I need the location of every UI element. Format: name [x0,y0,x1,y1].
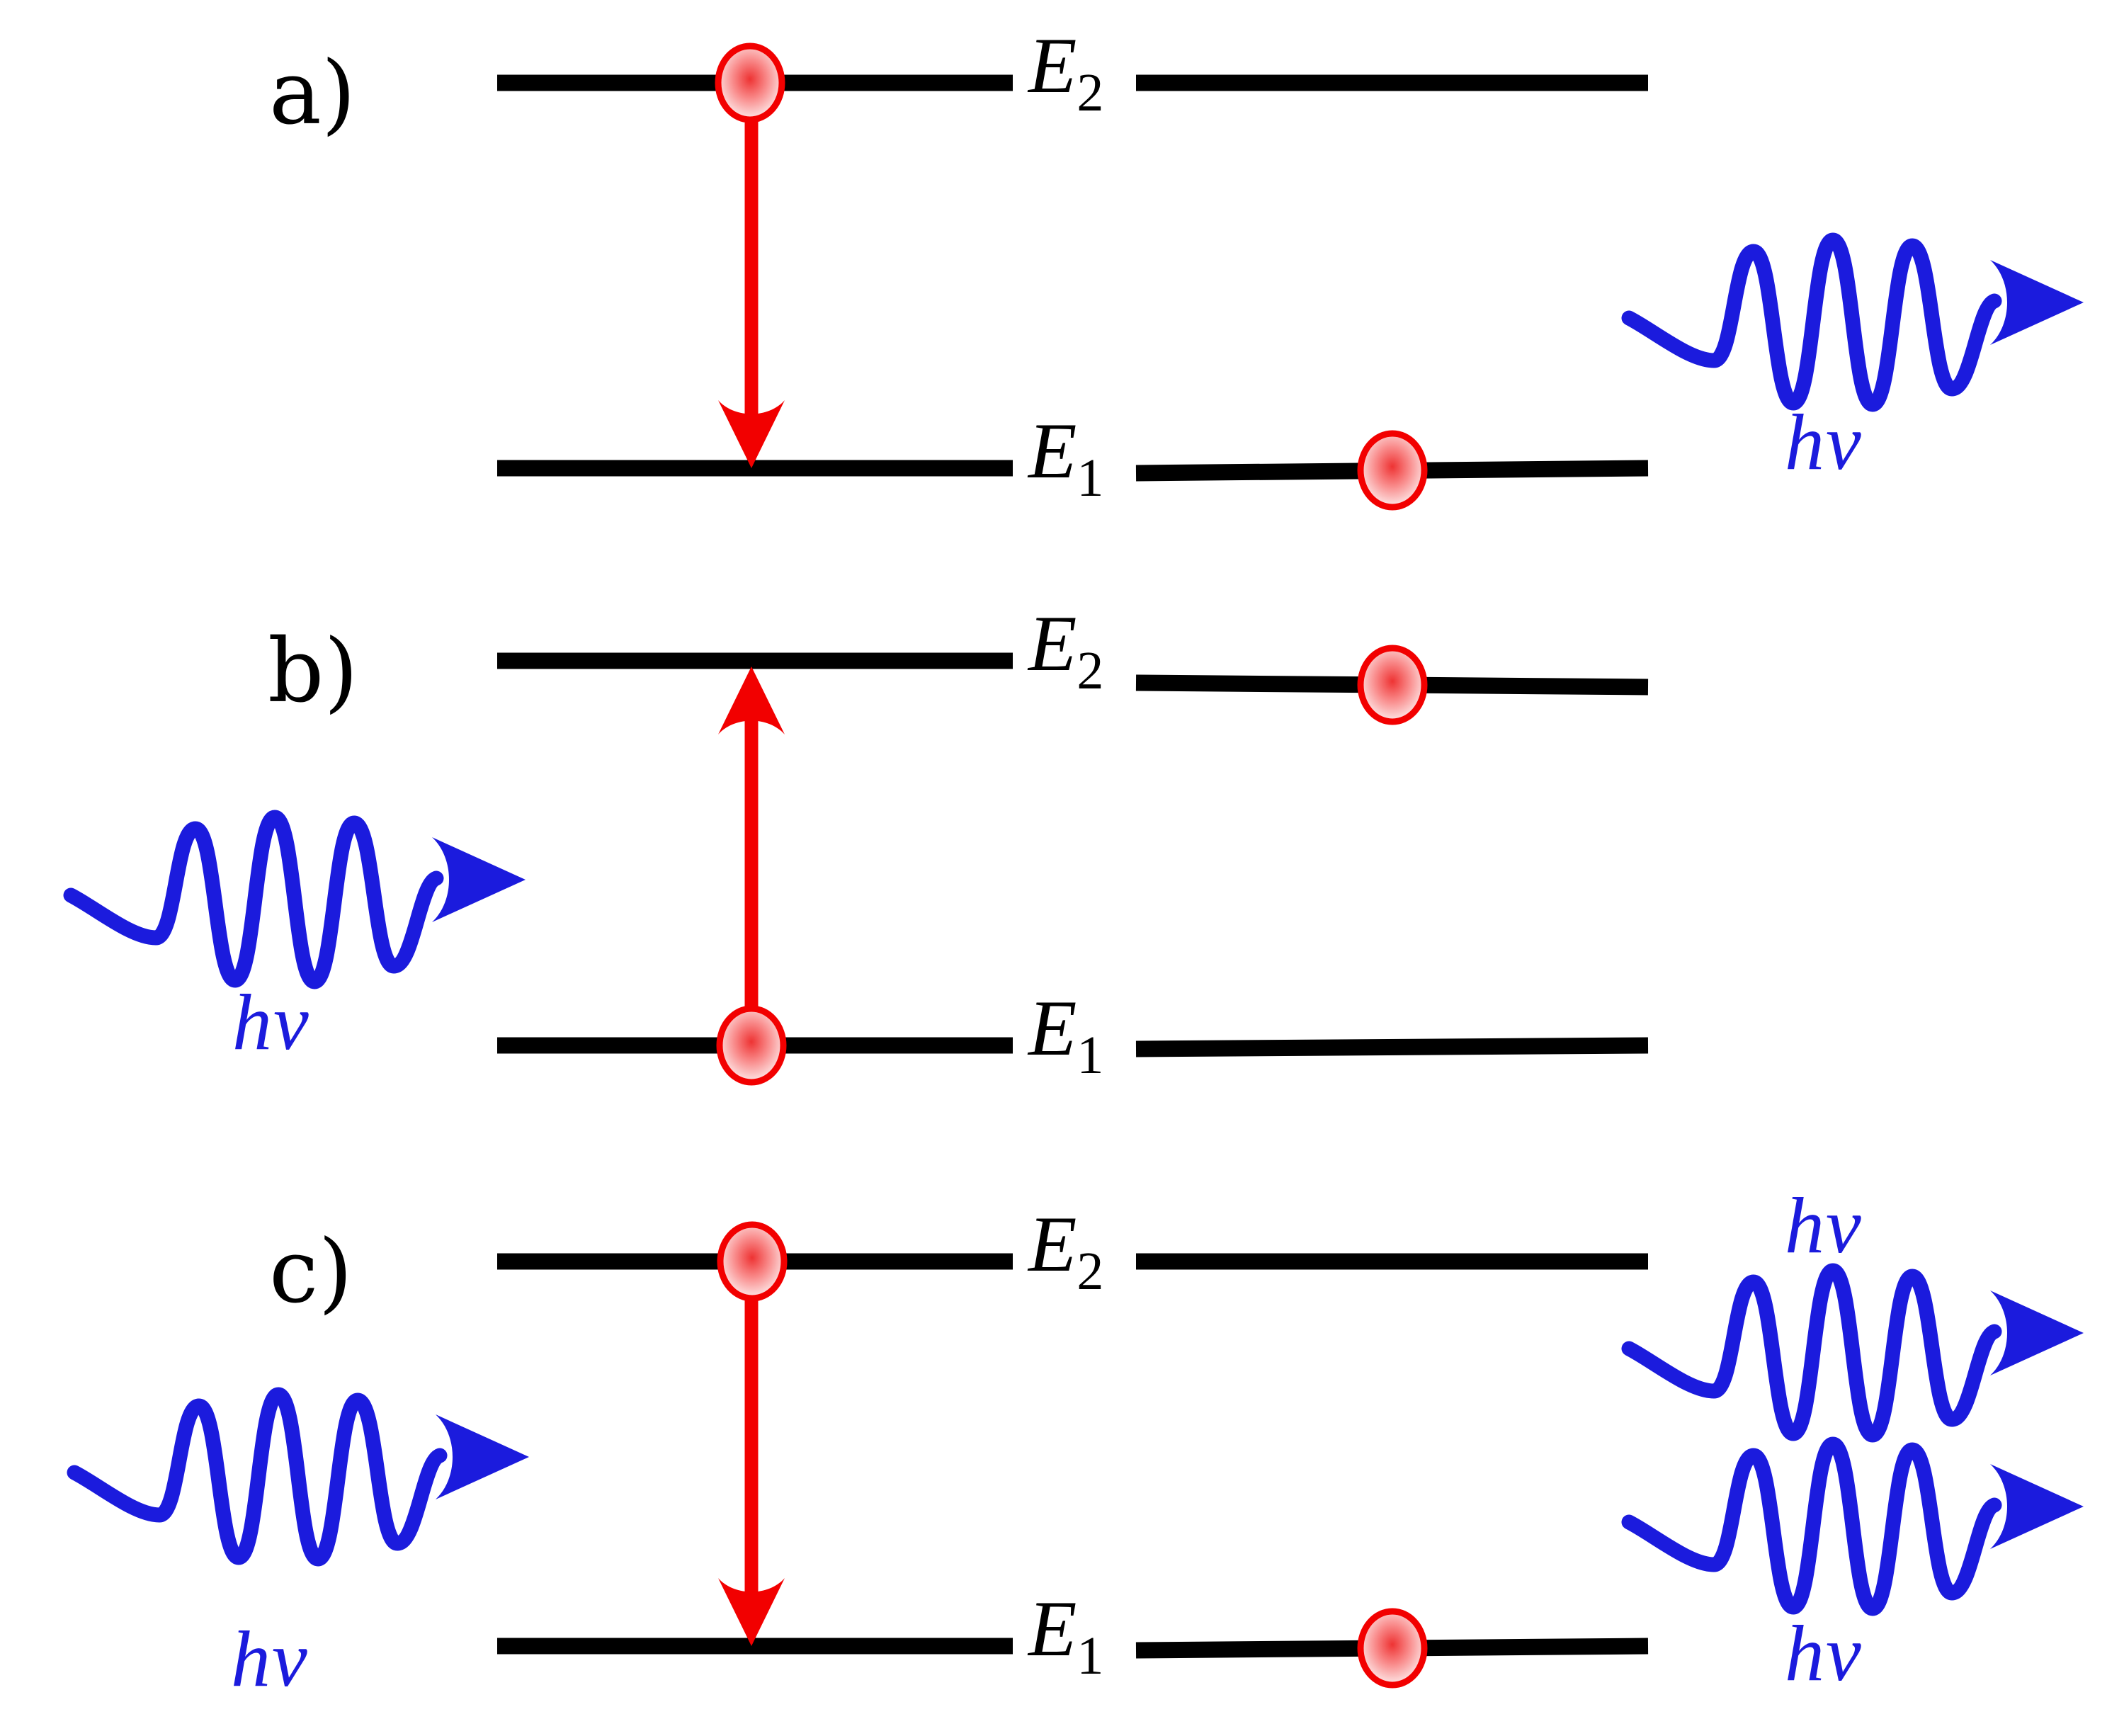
panel-a: a) E2 E1 hν [269,22,2084,508]
level-label-e2: E2 [1027,1201,1103,1301]
level-label-e1: E1 [1027,1585,1103,1686]
electron-on-e1 [720,1009,783,1082]
panel-label: c) [269,1221,353,1323]
electron-on-e2 [718,46,782,120]
panel-c: c) E2 E1 hν hν hν [74,1182,2084,1703]
photon-wave-out-icon [1629,240,2084,404]
electron-on-e2 [720,1225,784,1298]
photon-label: hν [232,979,310,1067]
photon-label: hν [1785,399,1863,487]
photon-label: hν [1785,1610,1863,1698]
photon-label: hν [231,1616,309,1703]
photon-label: hν [1785,1182,1863,1270]
energy-level-e1-right-line [1135,1037,1649,1057]
electron-on-e2 [1361,648,1424,722]
photon-wave-in-icon [74,1395,529,1559]
photon-wave-out-top-icon [1629,1271,2084,1435]
photon-wave-out-bottom-icon [1629,1444,2084,1609]
level-label-e1: E1 [1027,985,1103,1085]
level-label-e1: E1 [1027,407,1103,508]
panel-label: b) [268,620,358,722]
level-label-e2: E2 [1027,22,1103,123]
panel-label: a) [269,42,356,144]
electron-on-e1 [1361,1611,1424,1685]
photon-wave-in-icon [71,817,526,982]
level-label-e2: E2 [1027,600,1103,700]
electron-on-e1 [1361,433,1424,507]
panel-b: b) E2 E1 hν [71,600,1649,1085]
